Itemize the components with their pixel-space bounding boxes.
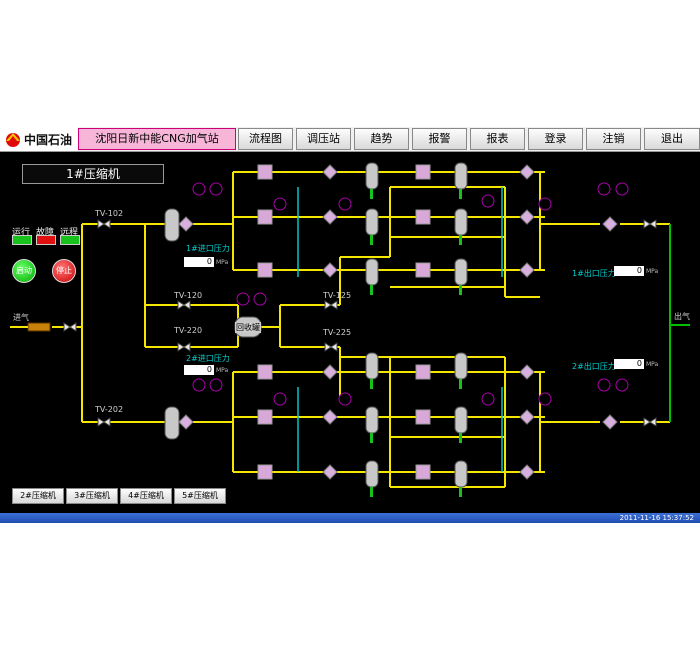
station-name: 沈阳日新中能CNG加气站 <box>78 128 236 150</box>
valve-tv225-label: TV-225 <box>323 328 352 337</box>
logo: 中国石油 <box>0 127 78 151</box>
logo-text: 中国石油 <box>24 133 73 147</box>
inlet1-pressure-unit: MPa <box>216 259 229 266</box>
outlet1-pressure-label: 1#出口压力 <box>572 269 616 278</box>
run-status-label: 运行 <box>12 228 31 238</box>
nav-exit-button[interactable]: 退出 <box>644 128 700 150</box>
nav-report-button[interactable]: 报表 <box>470 128 525 150</box>
outlet-label: 出气 <box>674 312 690 321</box>
cooling-lines <box>297 187 503 472</box>
inlet1-pressure-value: 0 <box>184 257 214 267</box>
gauge-icons <box>192 182 629 406</box>
nav-trend-button[interactable]: 趋势 <box>354 128 409 150</box>
inlet2-pressure-value: 0 <box>184 365 214 375</box>
outlet1-pressure-unit: MPa <box>646 268 659 275</box>
remote-status-label: 远程 <box>60 228 79 238</box>
petrochina-logo-icon <box>6 133 20 147</box>
valve-tv202-label: TV-202 <box>95 405 124 414</box>
valve-tv125-label: TV-125 <box>323 291 352 300</box>
recovery-tank-label: 回收罐 <box>235 322 261 333</box>
fault-lamp <box>36 235 56 245</box>
compressor-3-tab[interactable]: 3#压缩机 <box>66 488 118 504</box>
cooler-icons <box>257 164 431 480</box>
inlet1-pressure-label: 1#进口压力 <box>186 244 230 253</box>
nav-logout-button[interactable]: 注销 <box>586 128 641 150</box>
stop-button[interactable]: 停止 <box>52 259 76 283</box>
drain-arrow-icons <box>370 189 462 497</box>
inlet2-pressure-label: 2#进口压力 <box>186 354 230 363</box>
outlet2-pressure-unit: MPa <box>646 361 659 368</box>
top-navigation-bar: 中国石油 沈阳日新中能CNG加气站 流程图 调压站 趋势 报警 报表 登录 注销… <box>0 127 700 152</box>
status-bar: 2011-11-16 15:37:52 <box>0 513 700 523</box>
datetime: 2011-11-16 15:37:52 <box>619 514 694 522</box>
inlet2-pressure-unit: MPa <box>216 367 229 374</box>
valve-tv102-label: TV-102 <box>95 209 124 218</box>
fault-status-label: 故障 <box>36 228 55 238</box>
compressor-4-tab[interactable]: 4#压缩机 <box>120 488 172 504</box>
compressor-5-tab[interactable]: 5#压缩机 <box>174 488 226 504</box>
remote-lamp <box>60 235 80 245</box>
nav-process-button[interactable]: 流程图 <box>238 128 293 150</box>
nav-regulator-button[interactable]: 调压站 <box>296 128 351 150</box>
run-lamp <box>12 235 32 245</box>
scada-window: 中国石油 沈阳日新中能CNG加气站 流程图 调压站 趋势 报警 报表 登录 注销… <box>0 127 700 523</box>
outlet1-pressure-value: 0 <box>614 266 644 276</box>
valve-tv220-label: TV-220 <box>174 326 203 335</box>
valve-icons <box>63 219 657 427</box>
inlet-label: 进气 <box>13 313 29 322</box>
outlet2-pressure-label: 2#出口压力 <box>572 362 616 371</box>
panel-title: 1#压缩机 <box>22 164 164 184</box>
separator-icons <box>178 164 618 480</box>
compressor-2-tab[interactable]: 2#压缩机 <box>12 488 64 504</box>
valve-tv120-label: TV-120 <box>174 291 203 300</box>
process-diagram <box>10 162 690 497</box>
inlet-filter-icon <box>27 322 51 332</box>
outlet-line <box>669 224 690 422</box>
nav-alarm-button[interactable]: 报警 <box>412 128 467 150</box>
nav-login-button[interactable]: 登录 <box>528 128 583 150</box>
start-button[interactable]: 启动 <box>12 259 36 283</box>
pipes <box>52 171 670 488</box>
outlet2-pressure-value: 0 <box>614 359 644 369</box>
